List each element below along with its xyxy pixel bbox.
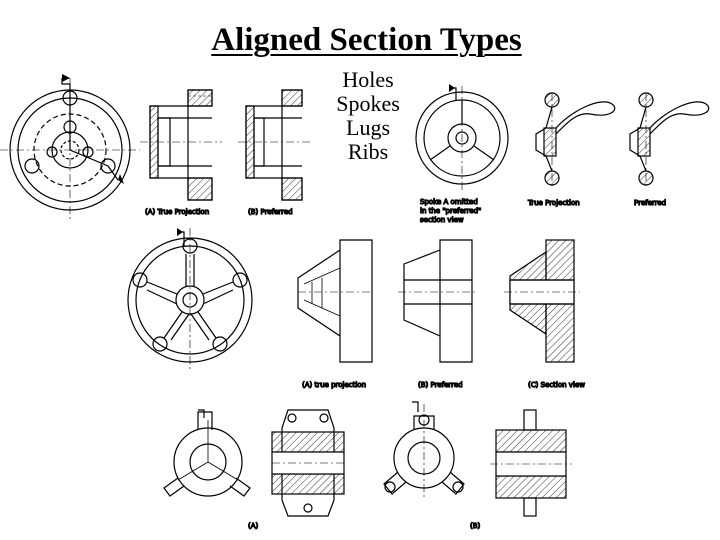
- lugs-preferred-circular: [383, 401, 465, 500]
- spokes-true-projection: True Projection: [526, 92, 616, 208]
- type-spokes: Spokes: [336, 91, 400, 116]
- holes-circular-view: [0, 74, 140, 222]
- holes-true-projection: (A) True Projection: [140, 89, 222, 217]
- type-lugs: Lugs: [346, 115, 390, 140]
- spokes-handwheel-view: Spoke A omitted in the "preferred" secti…: [415, 84, 509, 225]
- lugs-true-projection-section: [271, 409, 345, 517]
- caption-spokes-note-1: Spoke A omitted: [420, 198, 478, 206]
- caption-spokes-note-3: section view: [420, 216, 464, 224]
- type-holes: Holes: [342, 67, 394, 92]
- holes-preferred-projection: (B) Preferred: [238, 89, 312, 217]
- lugs-true-projection-circular: (A): [163, 409, 259, 531]
- caption-spokes-true: True Projection: [527, 199, 580, 207]
- caption-ribs-section: (C) Section view: [528, 381, 585, 389]
- ribs-true-projection: (A) true projection: [297, 239, 373, 390]
- ribs-circular-view: [127, 228, 253, 372]
- caption-lugs-b: (B): [470, 522, 481, 530]
- caption-ribs-preferred: (B) Preferred: [418, 381, 463, 389]
- caption-spokes-note-2: in the "preferred": [420, 207, 481, 215]
- lugs-preferred-section: (B): [469, 409, 572, 531]
- caption-holes-true: (A) True Projection: [145, 208, 209, 216]
- spokes-preferred-projection: Preferred: [629, 92, 710, 208]
- ribs-preferred-projection: (B) Preferred: [398, 239, 478, 390]
- caption-ribs-true: (A) true projection: [302, 381, 366, 389]
- caption-lugs-a: (A): [248, 522, 259, 530]
- caption-spokes-preferred: Preferred: [634, 199, 666, 207]
- slide-title: Aligned Section Types: [211, 22, 522, 58]
- section-types-list: Holes Spokes Lugs Ribs: [318, 68, 418, 164]
- caption-holes-preferred: (B) Preferred: [248, 208, 293, 216]
- type-ribs: Ribs: [347, 139, 389, 164]
- ribs-section-view: (C) Section view: [504, 239, 586, 390]
